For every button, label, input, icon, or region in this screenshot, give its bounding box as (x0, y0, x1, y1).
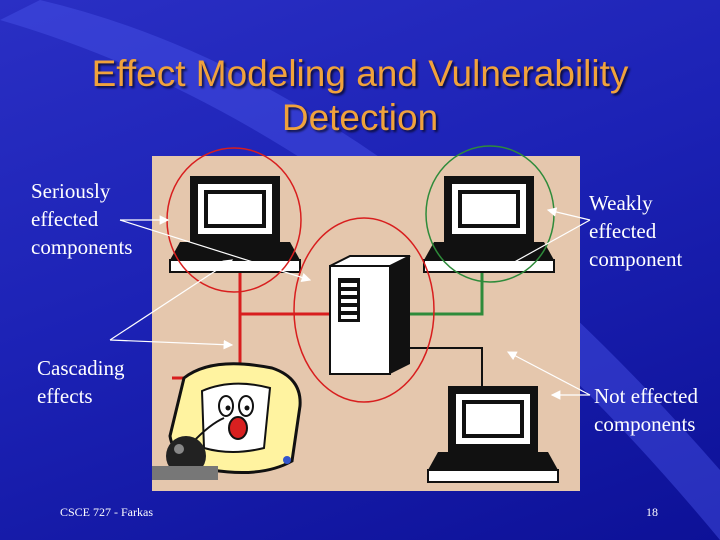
label-line: effected (31, 207, 99, 231)
slide-title-line1: Effect Modeling and Vulnerability (91, 53, 629, 94)
label-line: components (31, 235, 133, 259)
footer-course: CSCE 727 - Farkas (60, 505, 153, 519)
label-line: Weakly (589, 191, 653, 215)
workstation-icon (169, 176, 301, 273)
label-line: Seriously (31, 179, 111, 203)
workstation-icon (423, 176, 555, 273)
server-tower-icon (329, 255, 411, 375)
green-link (390, 256, 484, 316)
network-diagram (152, 145, 559, 483)
diagram-panel (152, 145, 580, 491)
slide-title-line2: Detection (281, 97, 439, 138)
not-effected-label: Not effected components (594, 382, 698, 438)
page-number: 18 (646, 505, 658, 519)
label-line: effected (589, 219, 657, 243)
label-line: components (594, 412, 696, 436)
weakly-effected-label: Weakly effected component (589, 189, 682, 273)
seriously-effected-label: Seriously effected components (31, 177, 132, 261)
label-line: effects (37, 384, 93, 408)
server-effected-circle (293, 217, 435, 403)
plain-link (390, 347, 483, 388)
bomb-icon (152, 417, 225, 480)
workstation-icon (427, 386, 559, 483)
cascading-effects-label: Cascading effects (37, 354, 124, 410)
label-line: Not effected (594, 384, 698, 408)
label-line: Cascading (37, 356, 125, 380)
label-line: component (589, 247, 683, 271)
